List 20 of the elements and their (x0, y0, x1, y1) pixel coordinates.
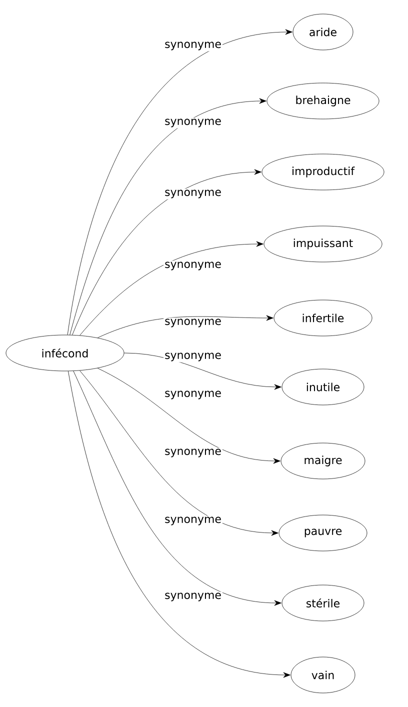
edge-label: synonyme (164, 188, 222, 200)
arrow (68, 370, 290, 678)
edge-label: synonyme (164, 448, 222, 458)
arrow (80, 370, 278, 536)
arrow (80, 241, 264, 336)
edge-label: synonyme (164, 352, 222, 362)
edge-label: synonyme (164, 260, 222, 272)
edge-label: synonyme (164, 40, 222, 52)
arrow (70, 98, 266, 336)
edge-label: synonyme (164, 118, 222, 128)
arrow (67, 29, 292, 336)
edge-label: synonyme (164, 318, 222, 328)
arrow (97, 368, 280, 464)
arrow (97, 315, 274, 338)
arrow (124, 352, 282, 390)
arrow (73, 370, 282, 606)
edge-label: synonyme (164, 390, 222, 400)
arrow (72, 169, 262, 336)
edge-label: synonyme (164, 592, 222, 602)
edge-label: synonyme (164, 516, 222, 526)
